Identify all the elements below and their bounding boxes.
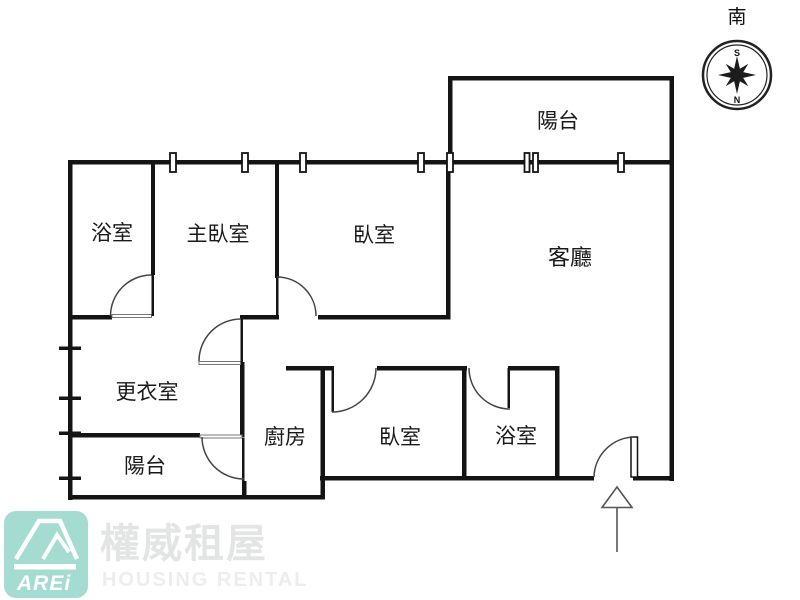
wall-bottom-main-right	[633, 476, 674, 481]
door-arc-bedroom2	[331, 367, 377, 413]
door-leaf-entrance	[630, 436, 639, 478]
room-label-master-bedroom: 主臥室	[187, 223, 250, 246]
window-left-4	[59, 476, 81, 480]
compass-inner-ring	[706, 44, 768, 106]
wall-bedroom2-top-stub	[320, 366, 334, 371]
wall-balcony-door-stub	[242, 481, 247, 497]
logo-bar	[14, 564, 76, 570]
room-label-living-room: 客廳	[548, 245, 592, 270]
window-balcony-1b	[532, 152, 539, 173]
door-leaf-closet	[240, 318, 243, 362]
door-leaf-bedroom1	[276, 278, 279, 316]
door-arc-entrance	[593, 436, 636, 478]
wall-kitchen-bedroom-divider	[320, 366, 325, 500]
wall-bath1-bottom	[68, 315, 112, 320]
window-left-2	[59, 396, 81, 400]
room-label-bathroom-bottom: 浴室	[495, 425, 537, 448]
entrance-arrow	[600, 485, 634, 552]
room-label-balcony-bottom: 陽台	[124, 455, 166, 478]
window-top-3	[299, 152, 307, 173]
wall-bottom-main-left	[320, 476, 594, 481]
logo-brand-text: AREi	[16, 572, 71, 595]
wall-closet-right	[240, 362, 245, 437]
window-left-3	[59, 431, 81, 435]
wall-bedroom1-living-divider	[446, 160, 451, 320]
door-arc-closet	[198, 318, 242, 362]
window-balcony-2	[617, 152, 625, 173]
wall-left	[68, 160, 73, 500]
room-label-bathroom-top: 浴室	[91, 222, 133, 245]
compass-north-letter: N	[734, 95, 741, 105]
door-arc-bath2	[468, 367, 511, 410]
logo-house-icon-inner	[41, 531, 71, 561]
wall-balcony-living-divider	[448, 160, 672, 165]
wall-bedroom2-bath-divider	[462, 366, 467, 481]
room-label-bedroom-bottom: 臥室	[379, 426, 421, 449]
door-arc-bath1	[109, 274, 152, 317]
room-label-kitchen: 廚房	[264, 426, 306, 449]
window-balcony-1a	[523, 152, 531, 173]
room-label-balcony-top: 陽台	[537, 110, 579, 133]
agency-name-en: HOUSING RENTAL	[102, 569, 309, 591]
window-top-1	[169, 152, 177, 173]
compass: 南 S N	[701, 6, 773, 111]
wall-top	[68, 160, 450, 165]
threshold-bath1	[111, 314, 152, 318]
windows	[59, 152, 625, 480]
wall-bottom-left	[68, 495, 325, 500]
room-label-bedroom-top: 臥室	[353, 224, 395, 247]
wall-corridor	[240, 315, 279, 320]
room-label-dressing-room: 更衣室	[116, 381, 179, 404]
room-labels: 浴室 主臥室 臥室 客廳 陽台 更衣室 廚房 臥室 浴室 陽台	[91, 110, 592, 478]
agency-name-zh: 權威租屋	[100, 522, 268, 566]
door-arc-balcony	[201, 436, 245, 480]
wall-bedroom2-top	[377, 366, 467, 371]
wall-closet-balcony-divider	[68, 433, 200, 438]
door-leaf-bath2	[507, 368, 510, 408]
wall-bedroom1-bottom	[318, 315, 450, 320]
window-top-2	[241, 152, 249, 173]
door-leaf-balcony	[242, 437, 245, 482]
wall-bath2-top	[508, 366, 560, 371]
compass-star-diagonal	[725, 63, 749, 87]
wall-balcony-top	[448, 76, 674, 81]
door-leaf-bath1	[151, 275, 154, 316]
threshold-balcony	[199, 434, 243, 439]
agency-logo: AREi 權威租屋 HOUSING RENTAL	[4, 511, 309, 598]
walls	[68, 76, 674, 500]
wall-kitchen-top	[286, 366, 322, 371]
threshold-closet	[198, 361, 241, 365]
entrance-arrow-head	[600, 485, 634, 509]
compass-direction-label: 南	[727, 6, 746, 28]
window-left-1	[59, 346, 81, 350]
wall-right	[669, 76, 674, 481]
wall-balcony-left	[448, 76, 453, 164]
wall-master-bedroom-divider	[275, 160, 279, 278]
compass-south-letter: S	[734, 48, 740, 58]
door-leaf-bedroom2	[331, 368, 334, 412]
wall-bath1-divider	[151, 160, 155, 275]
logo-house-icon	[14, 518, 80, 561]
window-top-4	[417, 152, 425, 173]
doors	[109, 274, 639, 482]
wall-bath2-right	[555, 366, 560, 481]
window-top-5	[446, 152, 454, 173]
door-arc-bedroom1	[276, 276, 317, 317]
